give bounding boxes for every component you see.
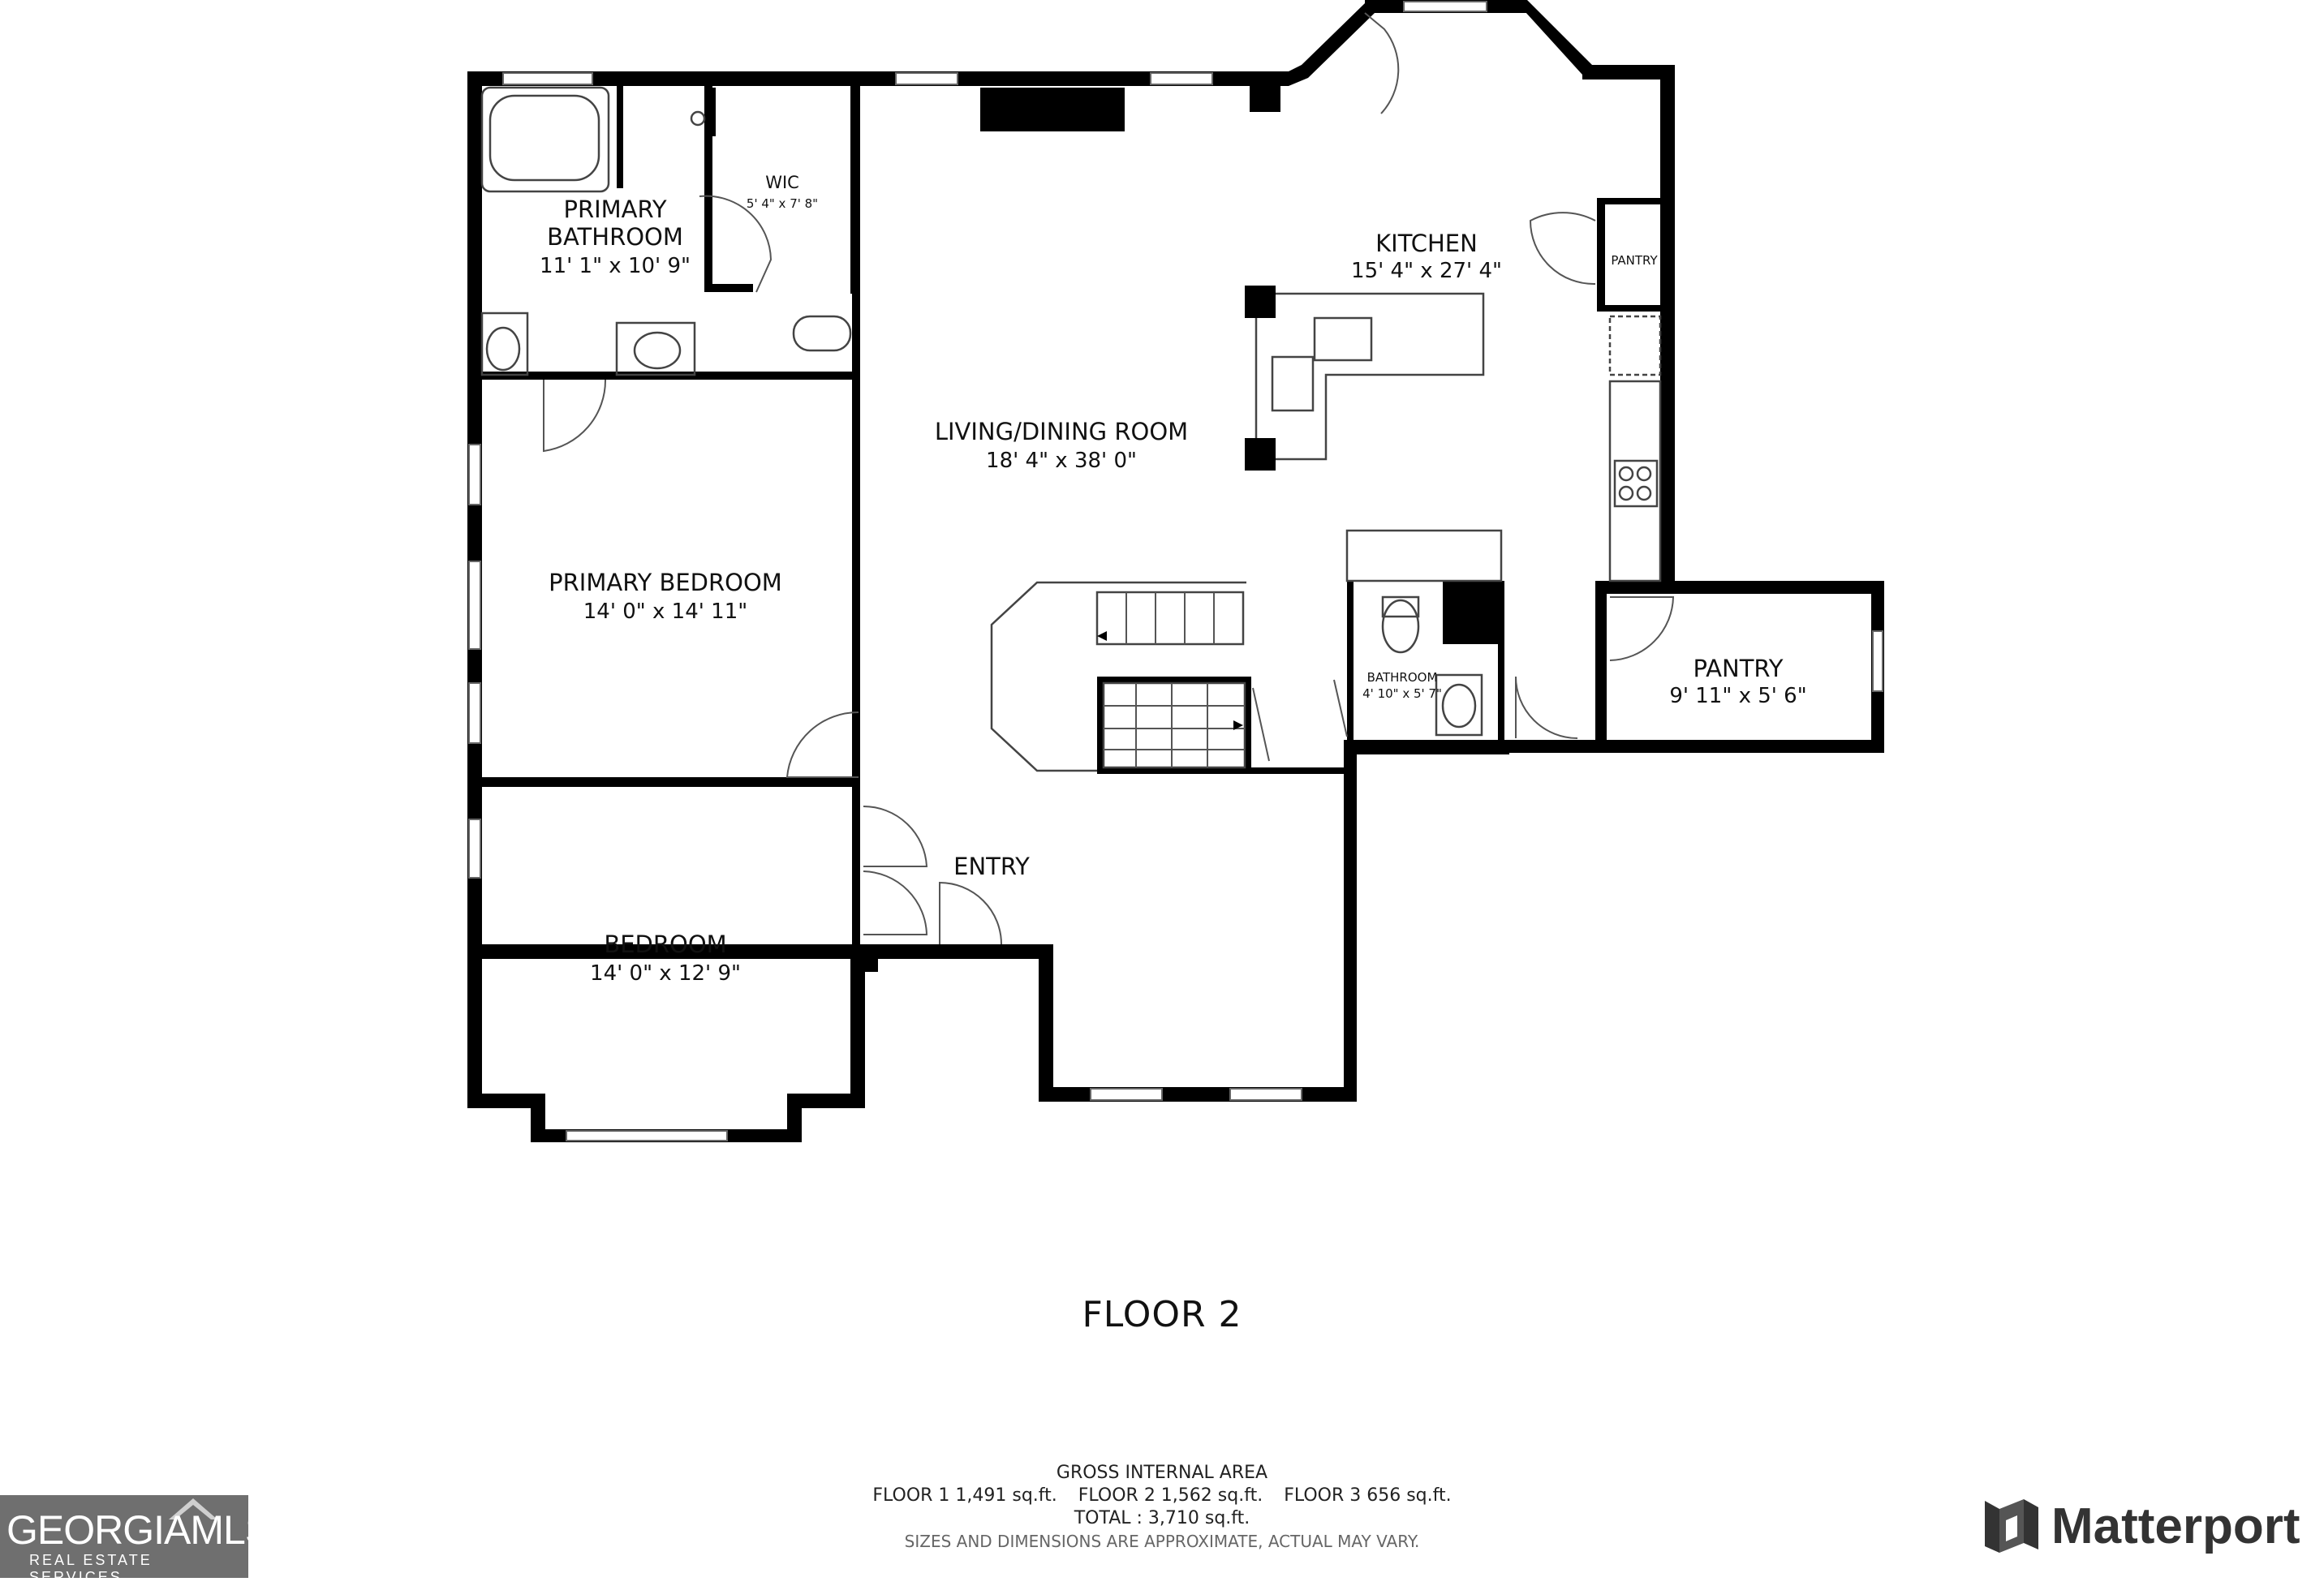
georgia-mls-logo: GEORGIAMLS REAL ESTATE SERVICES — [0, 1495, 272, 1585]
area-heading: GROSS INTERNAL AREA — [1056, 1463, 1268, 1483]
doors — [543, 12, 1675, 945]
area-floor1: FLOOR 1 1,491 sq.ft. — [872, 1485, 1057, 1506]
matterport-logo: Matterport — [1975, 1493, 2324, 1558]
bedroom-dims: 14' 0" x 12' 9" — [590, 961, 741, 986]
area-total: TOTAL : 3,710 sq.ft. — [1074, 1508, 1250, 1528]
primary-bathroom-dims: 11' 1" x 10' 9" — [540, 254, 691, 278]
living-dining-dims: 18' 4" x 38' 0" — [986, 449, 1137, 473]
fixtures — [480, 81, 1662, 774]
floor-title: FLOOR 2 — [1082, 1294, 1242, 1335]
matterport-wordmark: Matterport — [2051, 1498, 2300, 1554]
primary-bathroom-name-line2: BATHROOM — [547, 223, 683, 251]
roof-icon — [169, 1498, 217, 1519]
kitchen-dims: 15' 4" x 27' 4" — [1351, 259, 1502, 283]
bathroom-dims: 4' 10" x 5' 7" — [1362, 686, 1442, 701]
wic-name: WIC — [765, 173, 799, 192]
georgia-mls-subtitle: REAL ESTATE SERVICES — [29, 1552, 153, 1585]
area-floors: FLOOR 1 1,491 sq.ft. FLOOR 2 1,562 sq.ft.… — [0, 1485, 2324, 1507]
entry-name: ENTRY — [953, 853, 1030, 880]
windows — [468, 1, 1883, 1141]
area-floor3: FLOOR 3 656 sq.ft. — [1284, 1485, 1452, 1506]
primary-bedroom-dims: 14' 0" x 14' 11" — [583, 600, 747, 624]
pantry-dims: 9' 11" x 5' 6" — [1669, 684, 1806, 708]
matterport-mark-icon — [1985, 1499, 2038, 1553]
interior-walls — [467, 81, 1663, 946]
area-disclaimer: SIZES AND DIMENSIONS ARE APPROXIMATE, AC… — [904, 1532, 1420, 1551]
georgia-mls-wordmark: GEORGIAMLS — [6, 1507, 272, 1553]
kitchen-name: KITCHEN — [1375, 230, 1478, 257]
bathroom-name: BATHROOM — [1367, 670, 1438, 685]
bedroom-name: BEDROOM — [604, 931, 726, 958]
pantry-name: PANTRY — [1694, 655, 1784, 682]
primary-bathroom-name-line1: PRIMARY — [563, 196, 666, 223]
room-labels: PRIMARY BATHROOM 11' 1" x 10' 9" WIC 5' … — [540, 173, 1807, 986]
primary-bedroom-name: PRIMARY BEDROOM — [549, 569, 782, 596]
living-dining-name: LIVING/DINING ROOM — [935, 418, 1188, 445]
area-floor2: FLOOR 2 1,562 sq.ft. — [1078, 1485, 1263, 1506]
kitchen-pantry-name: PANTRY — [1611, 253, 1658, 268]
wic-dims: 5' 4" x 7' 8" — [747, 196, 818, 211]
